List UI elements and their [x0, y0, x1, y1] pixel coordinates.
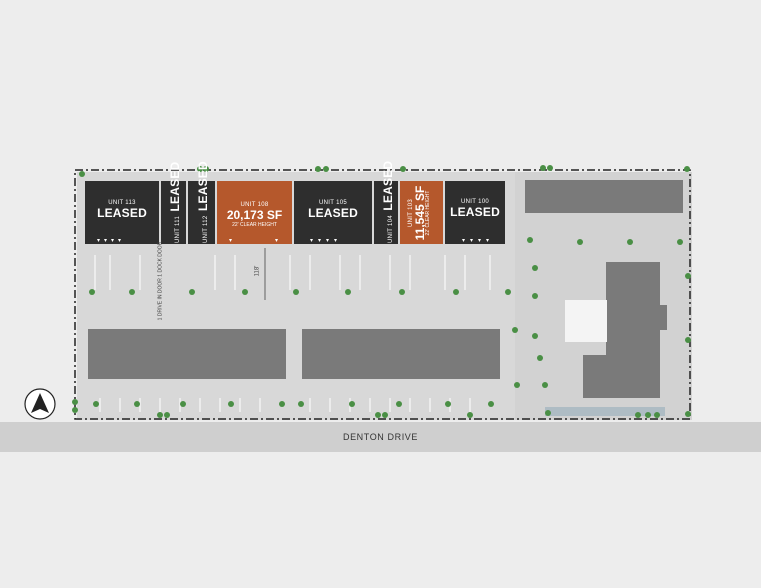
pond: [545, 407, 665, 416]
denton-drive-road: [0, 422, 761, 452]
unit-113-block[interactable]: [85, 181, 159, 244]
unit-103-label: UNIT 103 11,545 SF 22' CLEAR HEIGHT: [408, 178, 434, 248]
unit-105-block[interactable]: [294, 181, 372, 244]
trees: [72, 165, 691, 418]
unit-108-number: UNIT 108: [240, 202, 269, 208]
unit-104-label: UNIT 104 LEASED: [379, 161, 395, 243]
unit-104-number: UNIT 104: [388, 215, 394, 243]
south-building-west: [88, 329, 286, 379]
unit-111-status: LEASED: [168, 161, 182, 212]
unit-112-label: UNIT 112 LEASED: [194, 161, 210, 243]
unit-108-note: 22' CLEAR HEIGHT: [232, 222, 277, 228]
unit-105-status: LEASED: [308, 206, 358, 220]
unit-105-label: UNIT 105 LEASED: [294, 200, 372, 220]
property-boundary: [74, 169, 691, 420]
unit-112-status: LEASED: [196, 161, 210, 212]
unit-112-number: UNIT 112: [203, 215, 209, 243]
unit-111-block[interactable]: [161, 181, 186, 244]
unit-111-number: UNIT 111: [175, 215, 181, 243]
unit-113-status: LEASED: [97, 206, 147, 220]
south-building-east: [302, 329, 500, 379]
unit-104-status: LEASED: [381, 160, 395, 211]
unit-100-status: LEASED: [450, 205, 500, 219]
unit-111-label: UNIT 111 LEASED: [166, 162, 182, 243]
unit-100-number: UNIT 100: [461, 199, 489, 205]
unit-104-block[interactable]: [374, 181, 398, 244]
unit-100-block[interactable]: [445, 181, 505, 244]
unit-105-number: UNIT 105: [319, 200, 347, 206]
unit-100-label: UNIT 100 LEASED: [445, 199, 505, 219]
unit-108-label: UNIT 108 20,173 SF 22' CLEAR HEIGHT: [217, 202, 292, 228]
dimension-label: 118': [254, 265, 261, 277]
north-arrow-icon: [24, 388, 56, 420]
unit-113-number: UNIT 113: [108, 200, 136, 206]
unit-103-block[interactable]: [400, 181, 443, 244]
unit-108-sf: 20,173 SF: [226, 208, 283, 222]
east-building-south: [583, 262, 667, 398]
east-building-annex: [565, 300, 607, 342]
unit-112-block[interactable]: [188, 181, 215, 244]
parking-stripes: [94, 255, 491, 290]
road-name: DENTON DRIVE: [342, 432, 419, 442]
unit-108-block[interactable]: [217, 181, 292, 244]
east-building-north: [525, 180, 683, 213]
unit-113-label: UNIT 113 LEASED: [85, 200, 159, 220]
dock-door-markers: [97, 239, 489, 242]
parking-stripes-south: [99, 398, 471, 412]
door-label: 1 DRIVE IN DOOR 1 DOCK DOOR: [157, 241, 164, 321]
